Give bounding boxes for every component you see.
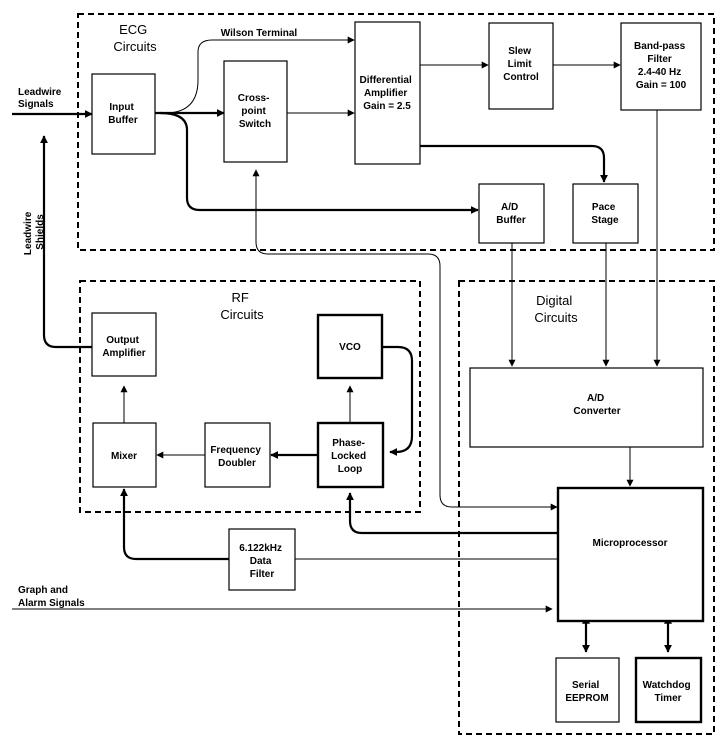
wilson-terminal-line [164, 36, 355, 114]
pace-stage-label: Pace Stage [591, 202, 619, 226]
vco-block: VCO [316, 313, 384, 380]
digital-circuits-group [458, 280, 715, 735]
frequency-doubler-label: Frequency Doubler [210, 445, 263, 469]
vco-label: VCO [339, 342, 361, 353]
leadwire-shields-label: Leadwire Shields [23, 209, 46, 255]
slew-limit-control-label: Slew Limit Control [503, 46, 539, 83]
crosspoint-switch-block: Cross- point Switch [223, 60, 288, 163]
datafilter-to-mixer-line [120, 488, 229, 561]
vco-to-pll-feedback-line [383, 345, 414, 456]
ad-converter-block: A/D Converter [469, 367, 704, 448]
digital-group-label: Digital Circuits [534, 293, 578, 325]
pace-stage-block: Pace Stage [572, 183, 639, 244]
watchdog-timer-label: Watchdog Timer [643, 680, 694, 704]
output-amplifier-block: Output Amplifier [91, 312, 157, 377]
graph-alarm-signals-label: Graph and Alarm Signals [18, 585, 85, 609]
input-buffer-label: Input Buffer [108, 102, 138, 126]
phase-locked-loop-label: Phase- Locked Loop [331, 438, 369, 475]
watchdog-timer-block: Watchdog Timer [634, 656, 703, 724]
output-amplifier-label: Output Amplifier [102, 335, 145, 359]
ecg-circuits-group [77, 13, 715, 251]
data-filter-label: 6.122kHz Data Filter [239, 543, 285, 580]
ecg-group-label: ECG Circuits [113, 22, 157, 54]
ad-buffer-label: A/D Buffer [496, 202, 526, 226]
crosspoint-switch-label: Cross- point Switch [238, 93, 272, 130]
buffer-to-adbuffer-line [159, 111, 479, 214]
micro-to-pll-line [346, 492, 557, 535]
leadwire-signals-label: Leadwire Signals [18, 87, 64, 110]
ad-converter-label: A/D Converter [573, 393, 620, 417]
diffamp-to-pace-line [420, 144, 608, 183]
band-pass-filter-label: Band-pass Filter 2.4-40 Hz Gain = 100 [634, 41, 688, 91]
wilson-terminal-label: Wilson Terminal [221, 28, 298, 39]
frequency-doubler-block: Frequency Doubler [204, 422, 271, 488]
differential-amplifier-block: Differential Amplifier Gain = 2.5 [354, 21, 421, 165]
band-pass-filter-block: Band-pass Filter 2.4-40 Hz Gain = 100 [620, 22, 702, 111]
rf-circuits-group [79, 280, 421, 513]
mixer-block: Mixer [92, 422, 157, 488]
slew-limit-control-block: Slew Limit Control [488, 22, 554, 110]
data-filter-block: 6.122kHz Data Filter [228, 528, 296, 591]
serial-eeprom-block: Serial EEPROM [555, 657, 620, 723]
rf-group-label: RF Circuits [220, 290, 264, 322]
outamp-to-shields-line [40, 135, 92, 349]
serial-eeprom-label: Serial EEPROM [565, 680, 608, 704]
micro-to-switch-line [252, 169, 557, 508]
microprocessor-block: Microprocessor [556, 486, 705, 623]
ad-buffer-block: A/D Buffer [478, 183, 545, 244]
microprocessor-label: Microprocessor [592, 538, 667, 549]
input-buffer-block: Input Buffer [91, 73, 156, 155]
mixer-label: Mixer [111, 451, 137, 462]
phase-locked-loop-block: Phase- Locked Loop [316, 421, 385, 489]
differential-amplifier-label: Differential Amplifier Gain = 2.5 [359, 75, 414, 112]
